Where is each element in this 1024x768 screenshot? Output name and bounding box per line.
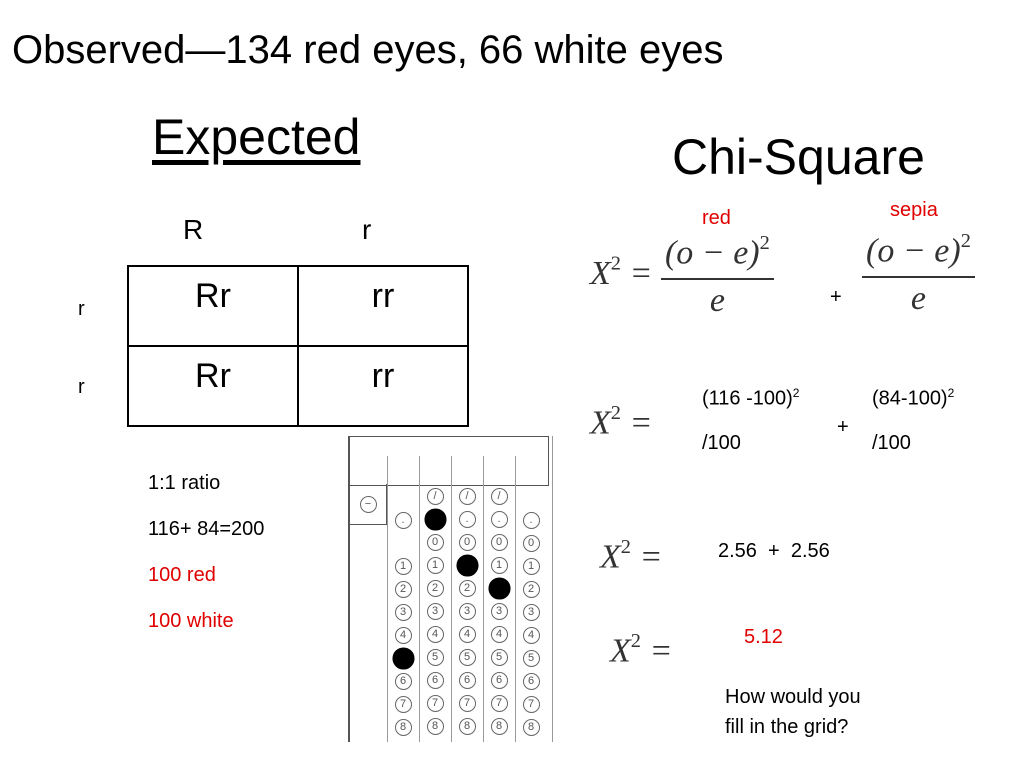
- plus-sign: +: [830, 286, 842, 308]
- digit-bubble-filled[interactable]: 1: [455, 554, 479, 577]
- chi-result: 5.12: [744, 626, 783, 648]
- dot-bubble[interactable]: .: [458, 511, 476, 528]
- digit-bubble[interactable]: 1: [522, 558, 540, 575]
- fraction-red: (o − e)2 e: [660, 232, 774, 320]
- digit-bubble[interactable]: 7: [394, 696, 412, 713]
- plus-sign: +: [837, 416, 849, 438]
- step2-red-numerator: (116 -100)2: [702, 386, 800, 410]
- answer-grid: − . 1 2 3 4 5 6 7 8 / . 0 1 2 3 4 5 6 7 …: [348, 436, 553, 742]
- note-red: 100 red: [148, 564, 216, 586]
- answer-grid-minus-box: −: [350, 484, 387, 525]
- dot-bubble[interactable]: .: [522, 512, 540, 529]
- digit-bubble[interactable]: 2: [522, 581, 540, 598]
- digit-bubble[interactable]: 7: [426, 695, 444, 712]
- question-line-2: fill in the grid?: [725, 716, 849, 738]
- answer-grid-header-box: [350, 436, 549, 486]
- digit-bubble[interactable]: 1: [426, 557, 444, 574]
- grid-column-3: / . 0 1 2 3 4 5 6 7 8: [452, 488, 482, 741]
- step2-red-denominator: /100: [702, 432, 741, 454]
- digit-bubble[interactable]: 4: [490, 626, 508, 643]
- digit-bubble[interactable]: 4: [522, 627, 540, 644]
- punnett-col-header-1: R: [183, 214, 204, 245]
- punnett-cell: rr: [297, 345, 469, 427]
- grid-column-4: / . 0 1 2 3 4 5 6 7 8: [484, 488, 514, 741]
- digit-bubble[interactable]: 6: [394, 673, 412, 690]
- digit-bubble[interactable]: 6: [490, 672, 508, 689]
- digit-bubble[interactable]: 8: [522, 719, 540, 736]
- minus-bubble[interactable]: −: [359, 496, 377, 513]
- slash-bubble[interactable]: /: [490, 488, 508, 505]
- digit-bubble[interactable]: 2: [458, 580, 476, 597]
- digit-bubble[interactable]: 0: [522, 535, 540, 552]
- digit-bubble[interactable]: 5: [490, 649, 508, 666]
- digit-bubble[interactable]: 0: [458, 534, 476, 551]
- step2-sepia-denominator: /100: [872, 432, 911, 454]
- step3-values: 2.56 + 2.56: [718, 540, 830, 562]
- digit-bubble[interactable]: 3: [458, 603, 476, 620]
- label-red: red: [702, 207, 731, 229]
- punnett-row-header-2: r: [78, 376, 85, 398]
- grid-column-2: / . 0 1 2 3 4 5 6 7 8: [420, 488, 450, 741]
- digit-bubble[interactable]: 6: [458, 672, 476, 689]
- slash-bubble[interactable]: /: [426, 488, 444, 505]
- digit-bubble[interactable]: 7: [490, 695, 508, 712]
- digit-bubble[interactable]: 0: [426, 534, 444, 551]
- punnett-col-header-2: r: [362, 214, 372, 245]
- digit-bubble[interactable]: 3: [490, 603, 508, 620]
- question-line-1: How would you: [725, 686, 861, 708]
- dot-bubble[interactable]: .: [490, 511, 508, 528]
- grid-column-5: . 0 1 2 3 4 5 6 7 8: [516, 512, 546, 742]
- digit-bubble[interactable]: 3: [522, 604, 540, 621]
- digit-bubble[interactable]: 3: [394, 604, 412, 621]
- digit-bubble[interactable]: 5: [458, 649, 476, 666]
- note-ratio: 1:1 ratio: [148, 472, 221, 494]
- punnett-square: Rr rr Rr rr: [127, 265, 469, 427]
- label-sepia: sepia: [890, 199, 938, 221]
- chi-symbol: X2 =: [590, 402, 653, 442]
- digit-bubble[interactable]: 8: [490, 718, 508, 735]
- digit-bubble[interactable]: 6: [522, 673, 540, 690]
- digit-bubble[interactable]: 1: [394, 558, 412, 575]
- digit-bubble[interactable]: 7: [522, 696, 540, 713]
- digit-bubble[interactable]: 4: [458, 626, 476, 643]
- chi-formula: X2 = (o − e)2 e: [590, 232, 774, 320]
- digit-bubble[interactable]: 8: [458, 718, 476, 735]
- digit-bubble-filled[interactable]: 2: [487, 577, 511, 600]
- digit-bubble[interactable]: 4: [394, 627, 412, 644]
- digit-bubble[interactable]: 2: [426, 580, 444, 597]
- digit-bubble[interactable]: 8: [426, 718, 444, 735]
- slide-title: Observed—134 red eyes, 66 white eyes: [12, 28, 724, 72]
- fraction-sepia: (o − e)2 e: [862, 230, 975, 318]
- dot-bubble-filled[interactable]: .: [423, 508, 447, 531]
- digit-bubble[interactable]: 4: [426, 626, 444, 643]
- slash-bubble[interactable]: /: [458, 488, 476, 505]
- expected-heading: Expected: [152, 109, 361, 165]
- chi-symbol: X2 =: [600, 536, 663, 576]
- punnett-row-header-1: r: [78, 298, 85, 320]
- digit-bubble[interactable]: 0: [490, 534, 508, 551]
- digit-bubble[interactable]: 7: [458, 695, 476, 712]
- digit-bubble[interactable]: 5: [426, 649, 444, 666]
- grid-column-1: . 1 2 3 4 5 6 7 8: [388, 512, 418, 742]
- digit-bubble[interactable]: 6: [426, 672, 444, 689]
- digit-bubble[interactable]: 1: [490, 557, 508, 574]
- punnett-cell: Rr: [127, 265, 299, 347]
- dot-bubble[interactable]: .: [394, 512, 412, 529]
- punnett-cell: Rr: [127, 345, 299, 427]
- digit-bubble-filled[interactable]: 5: [391, 647, 415, 670]
- step2-sepia-numerator: (84-100)2: [872, 386, 955, 410]
- digit-bubble[interactable]: 5: [522, 650, 540, 667]
- punnett-cell: rr: [297, 265, 469, 347]
- chi-symbol: X2 =: [590, 252, 653, 292]
- note-white: 100 white: [148, 610, 234, 632]
- note-total: 116+ 84=200: [148, 518, 265, 540]
- digit-bubble[interactable]: 8: [394, 719, 412, 736]
- digit-bubble[interactable]: 3: [426, 603, 444, 620]
- chi-symbol: X2 =: [610, 630, 673, 670]
- digit-bubble[interactable]: 2: [394, 581, 412, 598]
- chi-square-heading: Chi-Square: [672, 129, 925, 185]
